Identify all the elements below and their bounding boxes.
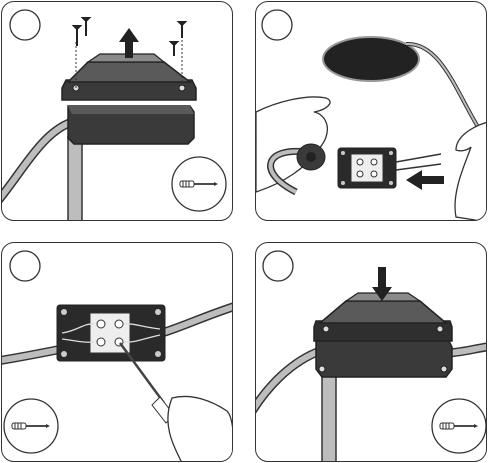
remove-cover-illustration (2, 2, 233, 221)
lid-dome (68, 62, 190, 82)
lid-screw (323, 326, 329, 332)
left-hand (256, 97, 330, 192)
base-screw (441, 366, 447, 372)
tighten-terminals-panel (1, 242, 233, 462)
grommet-hole (306, 152, 316, 162)
lid-dome (320, 301, 446, 323)
left-arrow-icon (406, 170, 444, 190)
connector-block-icon (338, 148, 396, 188)
right-hand (455, 122, 487, 221)
conduit-pipe (322, 368, 336, 462)
tighten-terminals-illustration (2, 243, 233, 462)
cable (2, 122, 72, 202)
hand (168, 396, 233, 462)
base-screw (319, 366, 325, 372)
step-circle (10, 251, 40, 281)
lid-screw (437, 326, 443, 332)
wire-ends (396, 154, 441, 170)
step-circle (263, 251, 293, 281)
junction-box-lid (62, 80, 196, 100)
base-rim (68, 106, 194, 114)
step-circle (262, 10, 292, 40)
junction-box-base (316, 339, 452, 377)
insert-cable-illustration (256, 2, 487, 221)
step-circle (10, 10, 40, 40)
cable-right (162, 305, 233, 333)
remove-cover-panel (1, 1, 233, 221)
connector-block-icon (57, 305, 165, 361)
conduit-pipe (68, 137, 82, 221)
close-cover-illustration (256, 243, 487, 462)
insert-cable-panel (255, 1, 487, 221)
close-cover-panel (255, 242, 487, 462)
cable-outline (2, 122, 72, 202)
junction-box-lid (314, 321, 452, 341)
